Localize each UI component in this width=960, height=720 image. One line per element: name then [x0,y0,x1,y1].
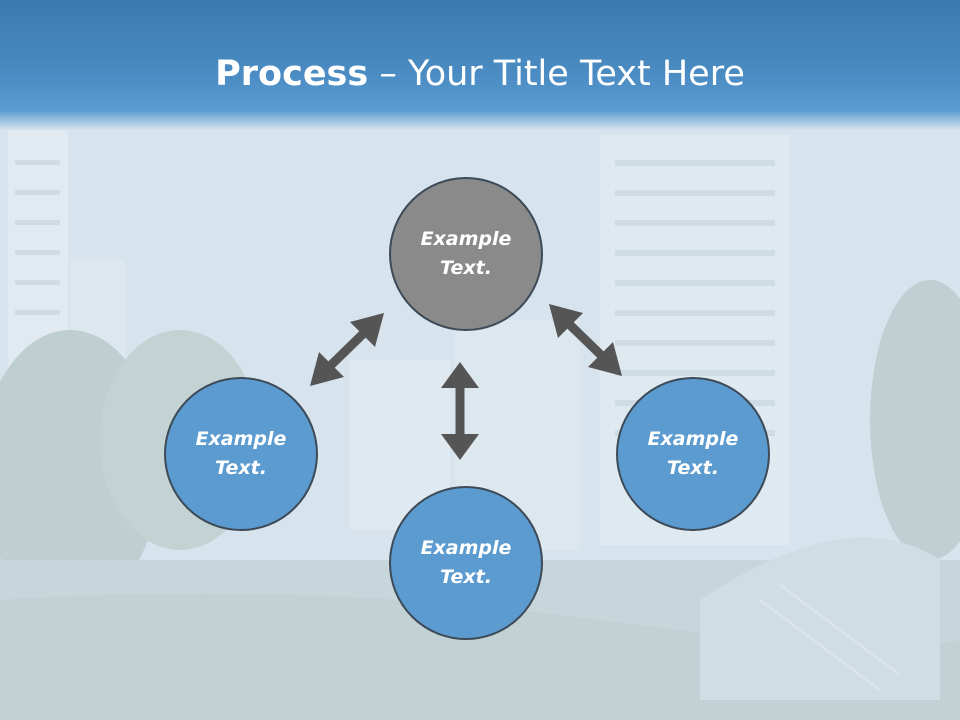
node-top-text: Example Text. [420,228,512,279]
node-right-text: Example Text. [647,428,739,479]
process-node-left: Example Text. [164,377,318,531]
page-title: Process – Your Title Text Here [0,52,960,96]
process-node-bottom: Example Text. [389,486,543,640]
arrow-vertical [441,362,479,460]
node-bottom-text: Example Text. [420,537,512,588]
arrow-top-right [549,304,622,376]
process-node-right: Example Text. [616,377,770,531]
arrow-top-left [310,313,384,386]
node-left-text: Example Text. [195,428,287,479]
process-node-top: Example Text. [389,177,543,331]
title-bold: Process [215,54,369,94]
title-rest: – Your Title Text Here [368,54,745,94]
title-bar [0,0,960,130]
